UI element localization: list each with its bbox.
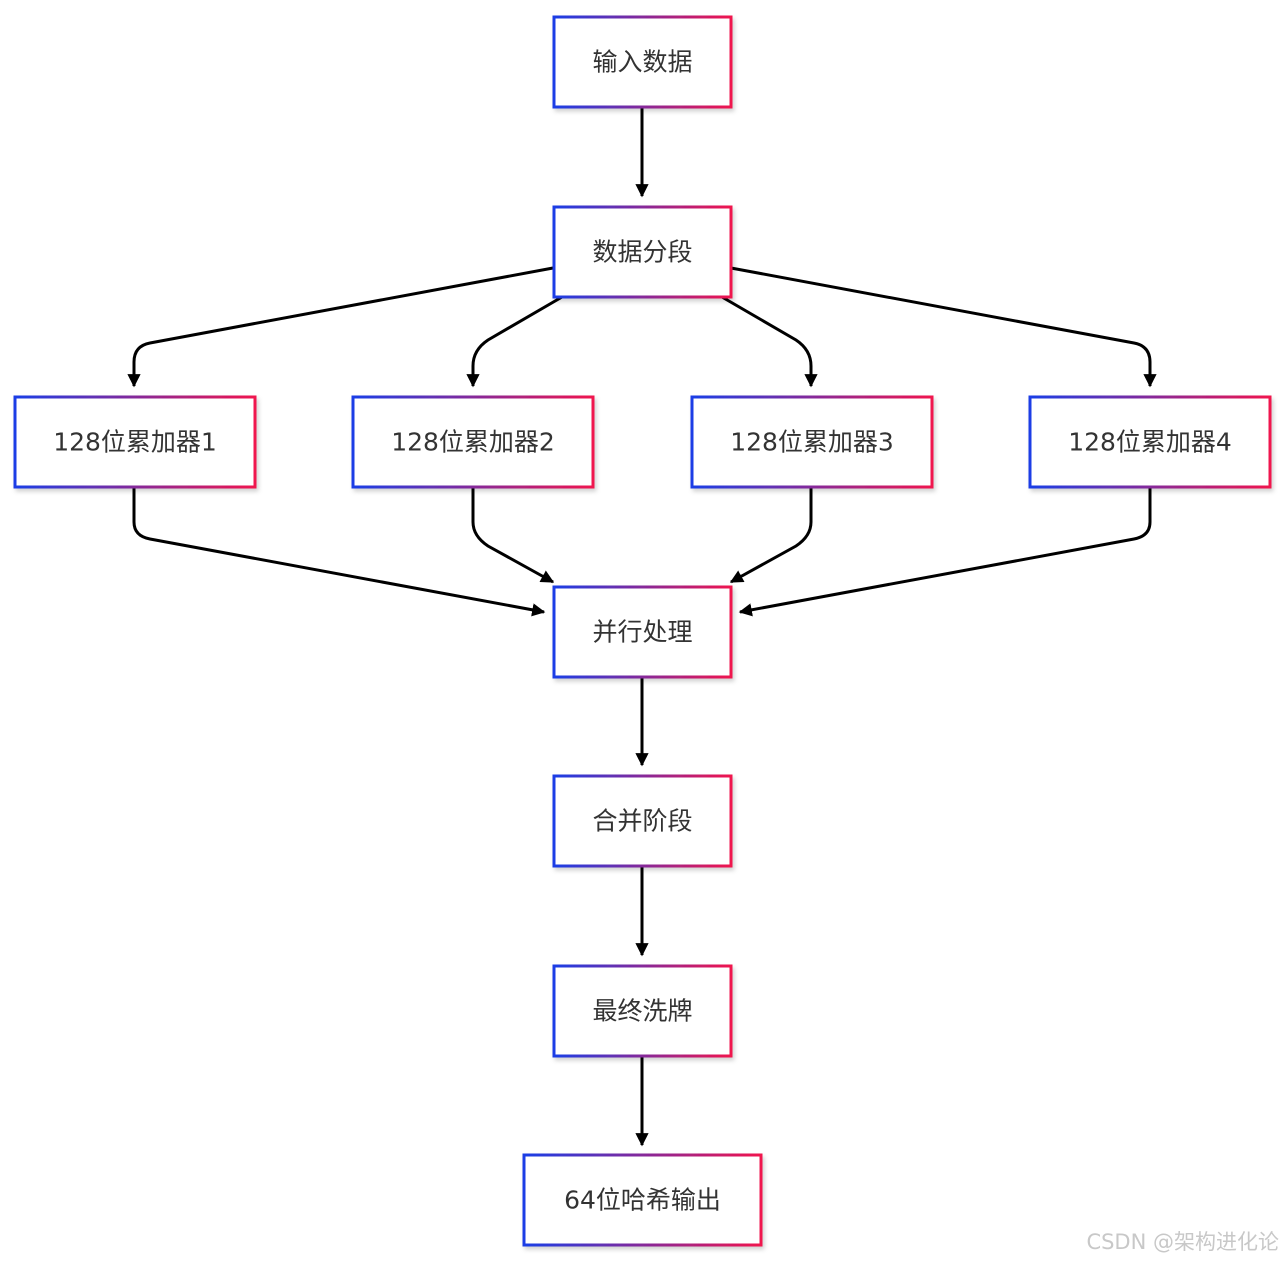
node-acc3-label: 128位累加器3 — [730, 428, 894, 457]
node-acc1-label: 128位累加器1 — [53, 428, 217, 457]
nodes-group: 输入数据 数据分段 128位累加器1 128位累加器2 128位累加器3 128… — [13, 15, 1272, 1247]
node-output-label: 64位哈希输出 — [564, 1186, 721, 1215]
node-acc2[interactable]: 128位累加器2 — [351, 395, 595, 489]
node-split-label: 数据分段 — [592, 238, 692, 267]
node-merge[interactable]: 合并阶段 — [552, 774, 733, 868]
edge-split-to-acc3 — [721, 295, 818, 388]
node-merge-label: 合并阶段 — [592, 807, 692, 836]
node-acc4[interactable]: 128位累加器4 — [1028, 395, 1272, 489]
edge-acc1-to-parallel — [132, 487, 546, 617]
edge-acc2-to-parallel — [471, 487, 555, 584]
node-acc4-label: 128位累加器4 — [1068, 428, 1232, 457]
node-shuffle-label: 最终洗牌 — [592, 997, 692, 1026]
edges-group — [127, 107, 1157, 1147]
node-acc2-label: 128位累加器2 — [391, 428, 555, 457]
watermark: CSDN @架构进化论 — [1086, 1230, 1279, 1254]
edge-acc4-to-parallel — [738, 487, 1152, 617]
node-split[interactable]: 数据分段 — [552, 205, 733, 299]
node-parallel-label: 并行处理 — [592, 618, 692, 647]
node-output[interactable]: 64位哈希输出 — [522, 1153, 763, 1247]
node-shuffle[interactable]: 最终洗牌 — [552, 964, 733, 1058]
node-acc1[interactable]: 128位累加器1 — [13, 395, 257, 489]
edge-split-to-acc2 — [466, 295, 563, 388]
node-acc3[interactable]: 128位累加器3 — [690, 395, 934, 489]
edge-split-to-acc1 — [127, 266, 554, 388]
node-parallel[interactable]: 并行处理 — [552, 585, 733, 679]
edge-acc3-to-parallel — [729, 487, 813, 584]
node-input-label: 输入数据 — [592, 48, 692, 77]
node-input[interactable]: 输入数据 — [552, 15, 733, 109]
edge-split-to-acc4 — [730, 266, 1157, 388]
